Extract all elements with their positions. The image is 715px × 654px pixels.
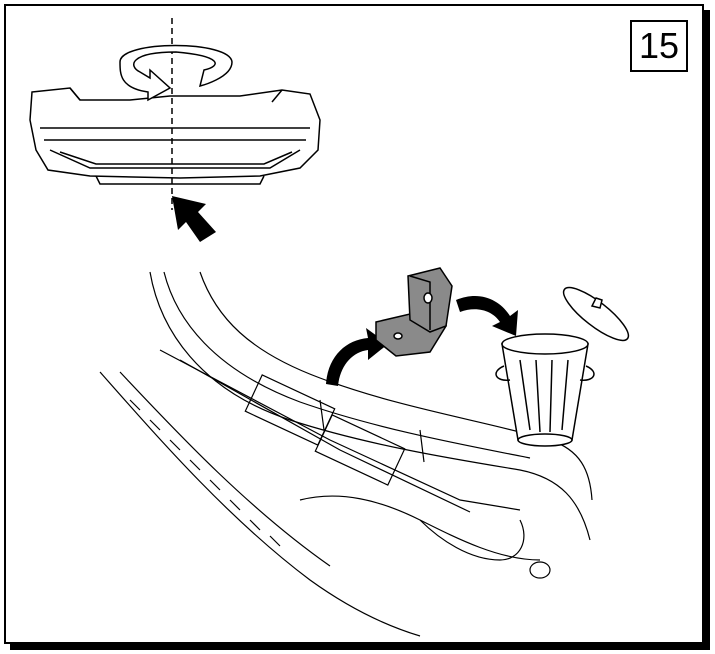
trash-can-icon: [495, 286, 630, 447]
vehicle-rear-panel: [99, 271, 593, 637]
remove-arrow-icon: [326, 328, 388, 386]
step-number-badge: 15: [630, 20, 688, 72]
bumper-cover: [29, 87, 321, 185]
install-arrow-icon: [172, 196, 216, 242]
discard-arrow-icon: [456, 295, 518, 336]
mounting-bracket: [375, 267, 453, 357]
rotate-arrow-icon: [119, 44, 233, 102]
